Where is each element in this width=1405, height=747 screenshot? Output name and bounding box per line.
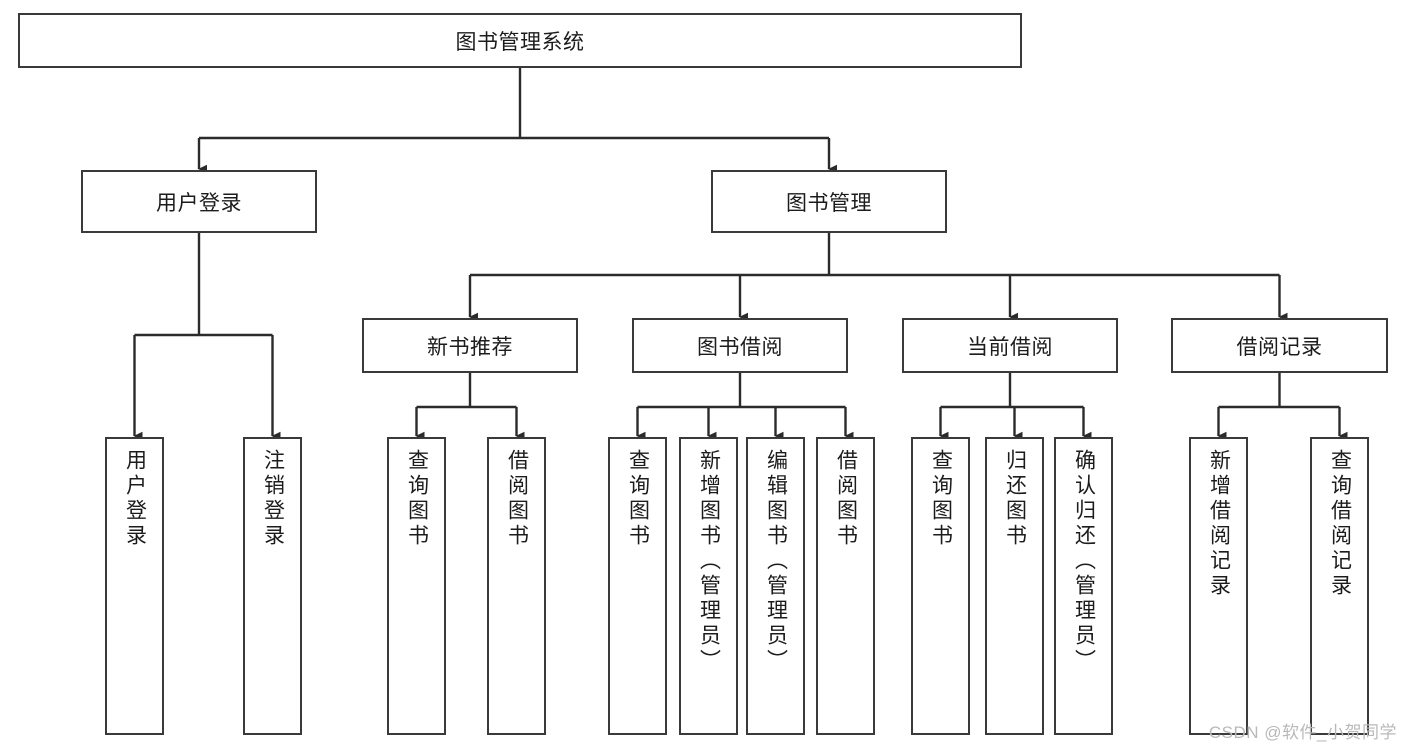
node-new-book-recommend[interactable]: 新书推荐: [362, 318, 578, 373]
node-borrow-record-label: 借阅记录: [1236, 335, 1323, 359]
leaf-add-book-label: 新增图书（管理员）: [697, 449, 721, 674]
leaf-return-book-label: 归还图书: [1003, 449, 1027, 549]
leaf-query-borrow-record[interactable]: 查询借阅记录: [1310, 437, 1369, 735]
leaf-confirm-return-label: 确认归还（管理员）: [1072, 449, 1096, 674]
leaf-edit-book-label: 编辑图书（管理员）: [764, 449, 788, 674]
node-user-login-label: 用户登录: [156, 191, 242, 215]
node-book-manage[interactable]: 图书管理: [711, 170, 947, 233]
leaf-borrow-book-recommend[interactable]: 借阅图书: [487, 437, 546, 735]
watermark-text: CSDN @软件_小贺同学: [1208, 723, 1397, 742]
leaf-user-login-label: 用户登录: [123, 449, 147, 549]
node-borrow-record[interactable]: 借阅记录: [1171, 318, 1388, 373]
leaf-edit-book[interactable]: 编辑图书（管理员）: [746, 437, 805, 735]
leaf-query-book-borrow-label: 查询图书: [626, 449, 650, 549]
leaf-add-borrow-record-label: 新增借阅记录: [1207, 449, 1231, 599]
leaf-borrow-book[interactable]: 借阅图书: [816, 437, 875, 735]
leaf-add-borrow-record[interactable]: 新增借阅记录: [1189, 437, 1248, 735]
leaf-query-book-current[interactable]: 查询图书: [911, 437, 970, 735]
leaf-logout-login[interactable]: 注销登录: [243, 437, 302, 735]
node-book-borrow[interactable]: 图书借阅: [632, 318, 848, 373]
leaf-query-book-recommend-label: 查询图书: [405, 449, 429, 549]
leaf-query-book-recommend[interactable]: 查询图书: [387, 437, 446, 735]
leaf-user-login[interactable]: 用户登录: [105, 437, 164, 735]
leaf-borrow-book-label: 借阅图书: [834, 449, 858, 549]
node-book-manage-label: 图书管理: [786, 191, 872, 215]
leaf-add-book[interactable]: 新增图书（管理员）: [679, 437, 738, 735]
node-user-login[interactable]: 用户登录: [81, 170, 317, 233]
node-root[interactable]: 图书管理系统: [18, 13, 1022, 68]
leaf-return-book[interactable]: 归还图书: [985, 437, 1044, 735]
node-current-borrow-label: 当前借阅: [967, 335, 1053, 359]
leaf-query-book-current-label: 查询图书: [929, 449, 953, 549]
node-current-borrow[interactable]: 当前借阅: [902, 318, 1118, 373]
leaf-query-book-borrow[interactable]: 查询图书: [608, 437, 667, 735]
leaf-query-borrow-record-label: 查询借阅记录: [1328, 449, 1352, 599]
node-root-label: 图书管理系统: [455, 30, 585, 54]
node-book-borrow-label: 图书借阅: [697, 335, 783, 359]
leaf-borrow-book-recommend-label: 借阅图书: [505, 449, 529, 549]
leaf-logout-login-label: 注销登录: [261, 449, 285, 549]
leaf-confirm-return[interactable]: 确认归还（管理员）: [1054, 437, 1113, 735]
node-new-book-recommend-label: 新书推荐: [427, 335, 513, 359]
